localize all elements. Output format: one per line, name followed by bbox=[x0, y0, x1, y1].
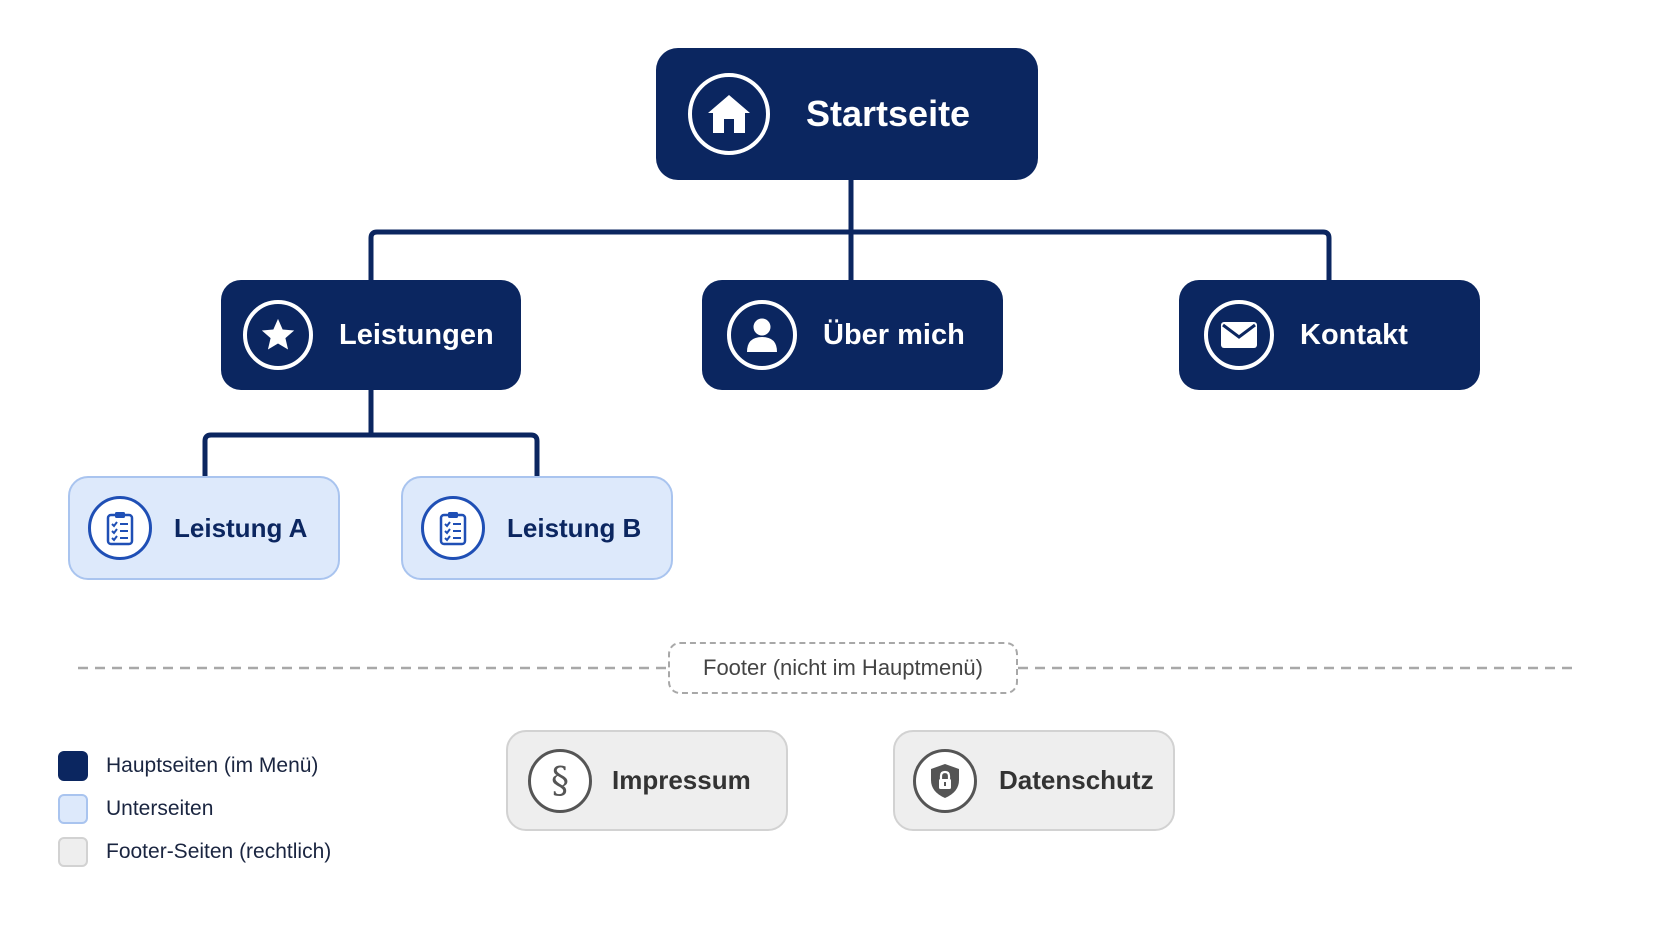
user-icon bbox=[727, 300, 797, 370]
node-kontakt: Kontakt bbox=[1179, 280, 1480, 390]
node-label: Leistung A bbox=[174, 512, 308, 543]
node-leistung-b: Leistung B bbox=[401, 476, 673, 580]
node-leistung-a: Leistung A bbox=[68, 476, 340, 580]
node-label: Impressum bbox=[612, 765, 751, 795]
node-impressum: § Impressum bbox=[506, 730, 788, 831]
legend-item-main: Hauptseiten (im Menü) bbox=[58, 751, 318, 781]
node-datenschutz: Datenschutz bbox=[893, 730, 1175, 831]
node-label: Kontakt bbox=[1300, 318, 1408, 351]
envelope-icon bbox=[1204, 300, 1274, 370]
paragraph-icon: § bbox=[528, 748, 592, 813]
node-leistungen: Leistungen bbox=[221, 280, 521, 390]
legend-item-sub: Unterseiten bbox=[58, 794, 213, 824]
node-label: Über mich bbox=[823, 318, 965, 351]
node-label: Leistung B bbox=[507, 512, 642, 543]
legend-swatch-sub bbox=[58, 794, 88, 824]
node-startseite: Startseite bbox=[656, 48, 1038, 180]
shield-lock-icon bbox=[913, 748, 977, 813]
home-icon bbox=[688, 73, 770, 155]
svg-text:§: § bbox=[551, 761, 569, 801]
legend-swatch-footer bbox=[58, 837, 88, 867]
clipboard-checklist-icon bbox=[421, 496, 485, 560]
legend-swatch-main bbox=[58, 751, 88, 781]
legend-label: Footer-Seiten (rechtlich) bbox=[106, 840, 332, 863]
footer-caption: Footer (nicht im Hauptmenü) bbox=[668, 642, 1018, 694]
legend-label: Unterseiten bbox=[106, 797, 214, 820]
connector-sub-bar bbox=[202, 432, 540, 476]
legend-item-footer: Footer-Seiten (rechtlich) bbox=[58, 837, 331, 867]
star-icon bbox=[243, 300, 313, 370]
legend-label: Hauptseiten (im Menü) bbox=[106, 754, 319, 777]
node-ueber-mich: Über mich bbox=[702, 280, 1003, 390]
node-label: Datenschutz bbox=[999, 765, 1154, 795]
node-label: Leistungen bbox=[339, 318, 494, 351]
clipboard-checklist-icon bbox=[88, 496, 152, 560]
node-label: Startseite bbox=[806, 93, 971, 134]
